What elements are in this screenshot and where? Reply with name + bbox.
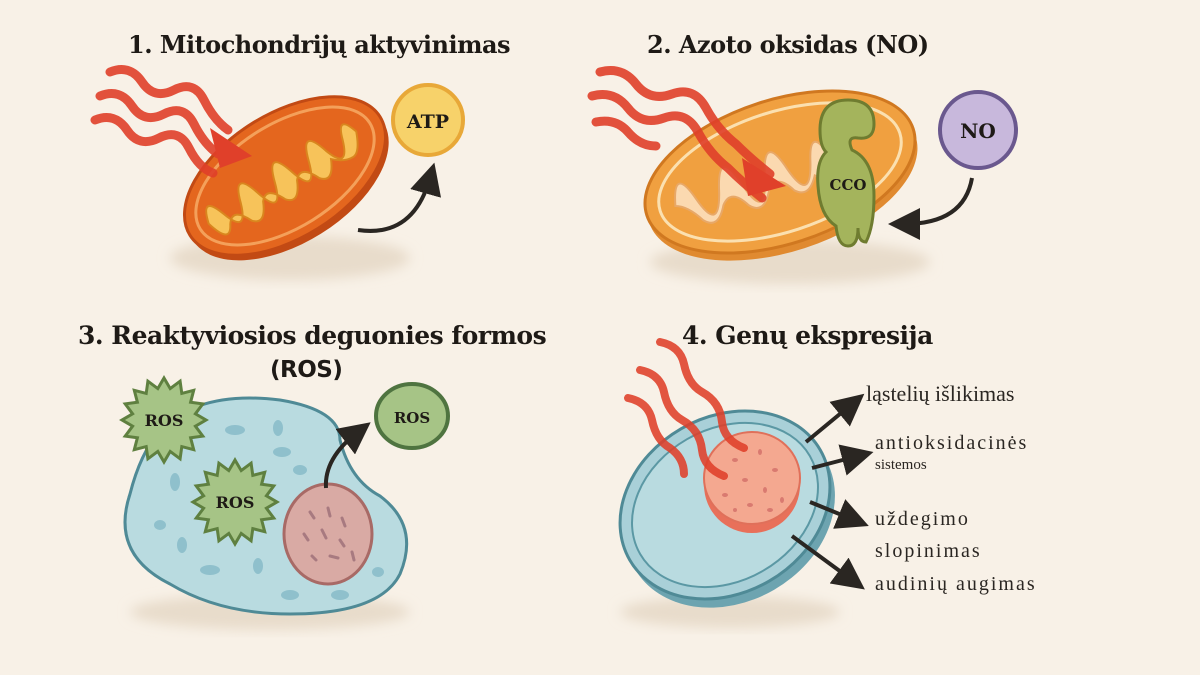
arrow-icon (804, 393, 865, 444)
outcome-tissue-growth: audinių augimas (875, 573, 1037, 595)
cco-label: CCO (830, 176, 867, 194)
ray-arrowhead-icon (210, 128, 252, 168)
nucleus-icon (703, 431, 801, 533)
cell-organelles (154, 420, 384, 600)
shadow (620, 596, 840, 628)
arrow-icon (811, 444, 874, 476)
ros-molecule: ROS (374, 382, 450, 450)
panel-1-title: 1. Mitochondrijų aktyvinimas (128, 30, 511, 59)
outcome-suppression: slopinimas (875, 540, 982, 562)
arrow-icon (790, 534, 865, 590)
ros-label: ROS (145, 411, 184, 430)
light-rays-icon (587, 66, 775, 203)
outcome-antioxidant: antioksidacinės (875, 432, 1029, 454)
no-molecule: NO (938, 90, 1018, 170)
ros-star-1: ROS (119, 375, 209, 465)
panel-3-ros: ROS ROS ROS (119, 375, 450, 630)
mitochondrion-icon (182, 95, 389, 261)
cco-enzyme: CCO (816, 98, 876, 248)
panel-4-gene-expression (618, 338, 874, 628)
arrow-no-to-cco-icon (888, 177, 974, 240)
panel-3-title: 3. Reaktyviosios deguonies formos (78, 321, 547, 350)
panel-1-mitochondrion-activation: ATP (90, 65, 465, 280)
light-rays-icon (90, 65, 233, 178)
ros-star-2: ROS (190, 457, 280, 547)
ros-label: ROS (216, 493, 255, 512)
outcome-arrows (790, 393, 874, 590)
panel-4-title: 4. Genų ekspresija (682, 321, 933, 350)
arrow-to-ros-icon (323, 422, 371, 489)
ray-arrowhead-icon (742, 158, 786, 196)
panel-2-nitric-oxide: CCO NO (587, 66, 1018, 284)
arrow-icon (809, 499, 869, 529)
light-rays-icon (624, 338, 748, 480)
no-label: NO (960, 119, 996, 143)
panel-3-title-line2: (ROS) (270, 357, 343, 383)
ros-label: ROS (394, 409, 430, 427)
nucleus-icon (282, 482, 374, 586)
atp-molecule: ATP (391, 83, 465, 157)
panel-2-title: 2. Azoto oksidas (NO) (647, 30, 929, 59)
atp-label: ATP (406, 111, 449, 133)
outcome-antioxidant-systems: sistemos (875, 457, 927, 473)
outcome-cell-survival: ląstelių išlikimas (866, 381, 1015, 406)
arrow-to-atp-icon (357, 162, 442, 233)
outcome-inflammation: uždegimo (875, 508, 970, 530)
